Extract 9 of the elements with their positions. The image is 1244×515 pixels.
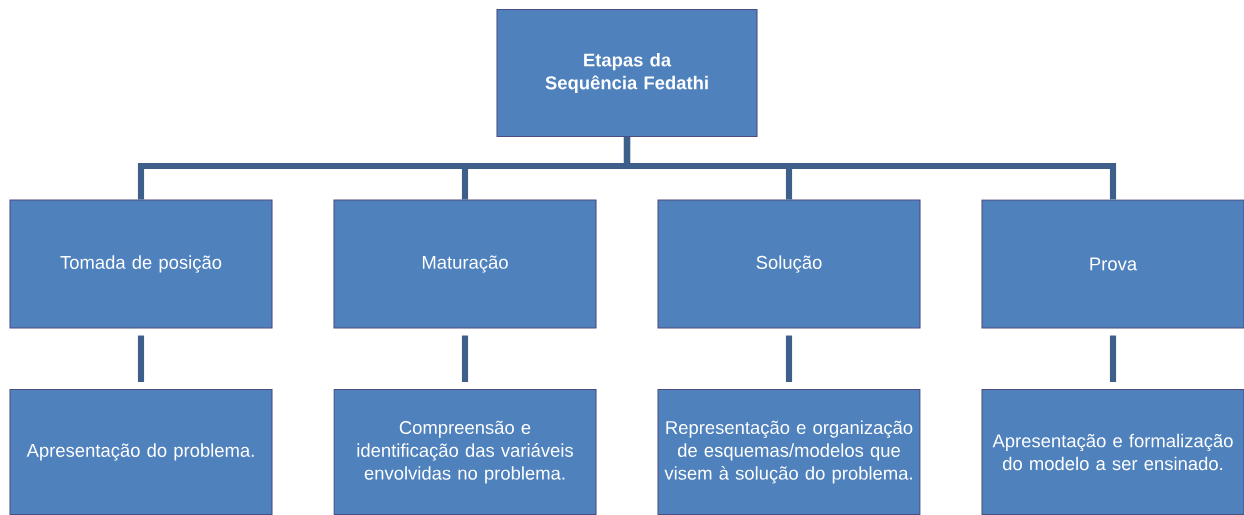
title-box: Etapas da Sequência Fedathi (496, 8, 758, 138)
stage-box: Tomada de posição (9, 199, 273, 329)
stage-box: Prova (981, 199, 1244, 329)
description-box: Compreensão e identificação das variáveis envolvidas no problema. (333, 389, 597, 515)
description-box: Apresentação e formalização do modelo a ser ensinado. (981, 389, 1244, 515)
stage-box: Maturação (333, 199, 597, 329)
description-box: Representação e organização de esquemas/modelos que visem à solução do problema. (657, 389, 921, 515)
description-box: Apresentação do problema. (9, 389, 273, 515)
stage-box: Solução (657, 199, 921, 329)
